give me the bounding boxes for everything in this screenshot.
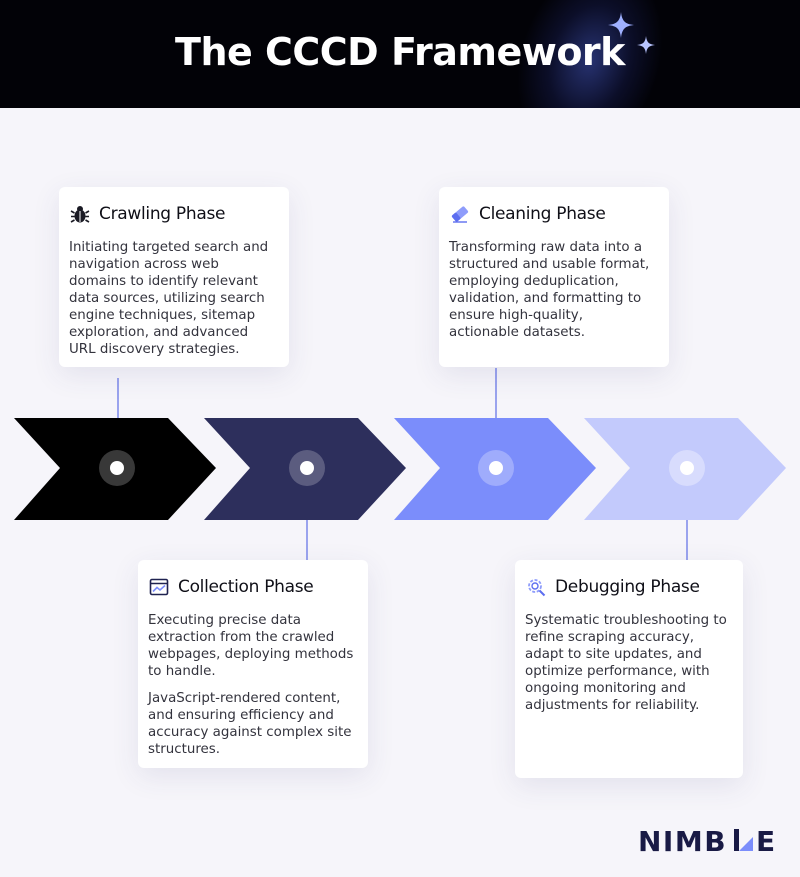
card-description: Transforming raw data into a structured …	[449, 240, 650, 340]
card-description: Executing precise data extraction from t…	[148, 613, 354, 679]
node-collection	[289, 450, 325, 486]
page-title: The CCCD Framework	[175, 30, 625, 74]
card-title: Crawling Phase	[99, 204, 226, 224]
svg-text:E: E	[756, 825, 775, 856]
nimble-logotype: NIMB E	[638, 825, 775, 856]
eraser-icon	[449, 203, 471, 225]
card-cleaning-phase: Cleaning Phase Transforming raw data int…	[439, 187, 669, 367]
nimble-logo: NIMB E	[638, 824, 778, 856]
browser-chart-icon	[148, 576, 170, 598]
header-banner: The CCCD Framework	[0, 0, 800, 108]
card-debugging-phase: Debugging Phase Systematic troubleshooti…	[515, 560, 743, 778]
node-crawling	[99, 450, 135, 486]
svg-text:NIMB: NIMB	[638, 825, 727, 856]
sparkle-small-icon	[637, 36, 655, 54]
phase-chevron-row	[14, 418, 786, 520]
card-collection-phase: Collection Phase Executing precise data …	[138, 560, 368, 768]
magnifier-gear-icon	[525, 576, 547, 598]
card-title: Collection Phase	[178, 577, 314, 597]
card-description: Initiating targeted search and navigatio…	[69, 240, 269, 357]
card-description: Systematic troubleshooting to refine scr…	[525, 613, 727, 713]
card-title: Cleaning Phase	[479, 204, 606, 224]
bug-icon	[69, 203, 91, 225]
node-cleaning	[478, 450, 514, 486]
card-description-continued: JavaScript-rendered content, and ensurin…	[148, 691, 352, 757]
node-debugging	[669, 450, 705, 486]
card-title: Debugging Phase	[555, 577, 700, 597]
card-crawling-phase: Crawling Phase Initiating targeted searc…	[59, 187, 289, 367]
sparkle-large-icon	[608, 12, 634, 38]
